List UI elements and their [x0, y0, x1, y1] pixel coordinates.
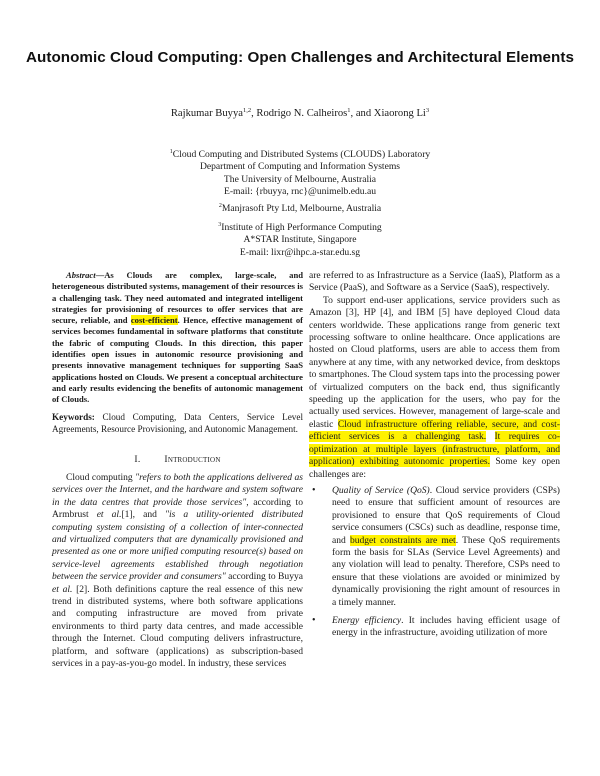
- section-title: Introduction: [164, 453, 221, 465]
- continuation-paragraph: are referred to as Infrastructure as a S…: [309, 270, 560, 294]
- body-text: Some key open challenges are:: [309, 456, 560, 480]
- author-name: Rodrigo N. Calheiros: [256, 108, 348, 119]
- keywords-label: Keywords:: [52, 411, 95, 422]
- intro-paragraph: Cloud computing "refers to both the appl…: [52, 472, 303, 671]
- body-text: . It includes having efficient usage of …: [332, 614, 561, 639]
- affiliation-marker: 1: [169, 149, 173, 155]
- author-affiliation-marker: 1: [347, 107, 351, 114]
- left-column: Abstract—As Clouds are complex, large-sc…: [52, 270, 303, 670]
- affiliation-location: A*STAR Institute, Singapore: [243, 234, 357, 246]
- abstract-dash: —: [95, 270, 105, 280]
- body-text: To support end-user applications, servic…: [309, 294, 560, 430]
- quote-text: "is a utility-oriented distributed compu…: [52, 509, 304, 583]
- right-column: are referred to as Infrastructure as a S…: [309, 270, 561, 646]
- highlighted-text[interactable]: cost-efficient: [130, 315, 178, 326]
- body-text: , according to Armbrust: [52, 496, 303, 521]
- bullet-icon: •: [312, 614, 316, 626]
- challenges-list: • Quality of Service (QoS). Cloud service…: [309, 485, 560, 640]
- body-text: . These QoS requirements form the basis …: [332, 534, 560, 608]
- affiliation-lab: Cloud Computing and Distributed Systems …: [172, 149, 431, 160]
- section-heading-introduction: I. Introduction: [52, 454, 303, 466]
- author-separator: , and: [350, 108, 374, 119]
- abstract: Abstract—As Clouds are complex, large-sc…: [52, 270, 303, 406]
- affiliation-line: 1Cloud Computing and Distributed Systems…: [0, 149, 600, 161]
- paper-title: Autonomic Cloud Computing: Open Challeng…: [26, 49, 574, 66]
- list-item-energy: • Energy efficiency. It includes having e…: [309, 615, 560, 640]
- highlighted-text[interactable]: budget constraints are met: [349, 534, 456, 546]
- body-text: . Cloud service providers (CSPs) need to…: [332, 484, 560, 546]
- bullet-icon: •: [312, 484, 316, 496]
- author-name: Rajkumar Buyya: [170, 108, 243, 119]
- affiliation-line: 2Manjrasoft Pty Ltd, Melbourne, Australi…: [0, 203, 600, 215]
- section-number: I.: [134, 453, 141, 465]
- et-al: et al.: [52, 583, 73, 595]
- keywords-text: Cloud Computing, Data Centers, Service L…: [52, 411, 303, 434]
- affiliation-1: 1Cloud Computing and Distributed Systems…: [0, 149, 600, 199]
- author-affiliation-marker: 1,2: [242, 107, 252, 114]
- abstract-text: As Clouds are complex, large-scale, and …: [52, 270, 303, 326]
- author-affiliation-marker: 3: [425, 107, 430, 114]
- body-text: [1], and: [121, 509, 165, 521]
- abstract-label: Abstract: [66, 270, 96, 280]
- affiliation-university: The University of Melbourne, Australia: [223, 173, 377, 185]
- quote-text: "refers to both the applications deliver…: [52, 471, 303, 508]
- body-text: Cloud computing: [66, 471, 136, 483]
- affiliation-marker: 3: [218, 222, 222, 228]
- author-separator: ,: [251, 108, 257, 119]
- affiliation-marker: 2: [218, 203, 222, 209]
- affiliation-line: 3Institute of High Performance Computing: [0, 222, 600, 234]
- affiliation-institute: Institute of High Performance Computing: [221, 222, 382, 233]
- affiliation-email: E-mail: {rbuyya, rnc}@unimelb.edu.au: [223, 186, 377, 198]
- affiliation-email: E-mail: lixr@ihpc.a-star.edu.sg: [239, 246, 361, 258]
- list-item-term: Energy efficiency: [332, 614, 402, 626]
- abstract-text: . Hence, effective management of service…: [52, 315, 303, 405]
- affiliation-department: Department of Computing and Information …: [199, 161, 401, 173]
- author-name: Xiaorong Li: [373, 108, 426, 119]
- affiliation-2: 2Manjrasoft Pty Ltd, Melbourne, Australi…: [0, 203, 600, 215]
- providers-paragraph: To support end-user applications, servic…: [309, 294, 561, 481]
- et-al: et al.: [96, 509, 122, 521]
- list-item-term: Quality of Service (QoS): [332, 484, 430, 496]
- list-item-qos: • Quality of Service (QoS). Cloud service…: [309, 485, 560, 609]
- body-text: [2]. Both definitions capture the real e…: [52, 583, 303, 670]
- author-list: Rajkumar Buyya1,2, Rodrigo N. Calheiros1…: [0, 107, 600, 119]
- keywords: Keywords: Cloud Computing, Data Centers,…: [52, 411, 303, 435]
- body-text: according to Buyya: [225, 571, 303, 583]
- affiliation-company: Manjrasoft Pty Ltd, Melbourne, Australia: [221, 203, 382, 214]
- space: [486, 431, 494, 442]
- affiliation-3: 3Institute of High Performance Computing…: [0, 222, 600, 259]
